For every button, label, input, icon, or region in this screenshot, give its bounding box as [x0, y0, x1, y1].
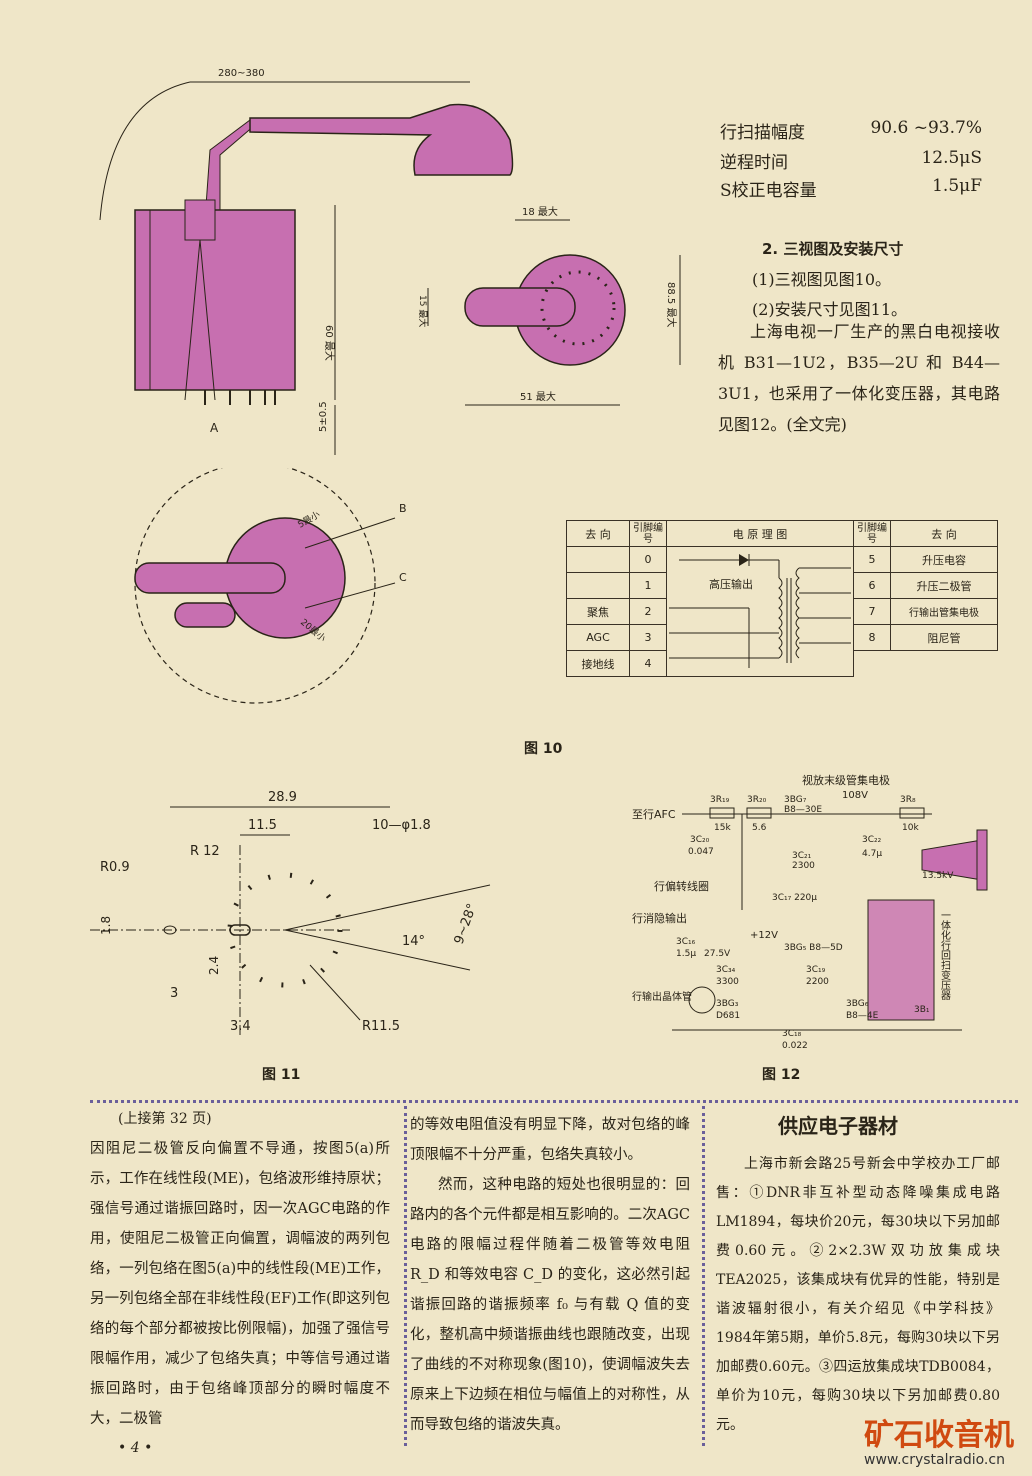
- section2-heading: 2. 三视图及安装尺寸: [762, 240, 904, 258]
- svg-text:3BG₅ B8—5D: 3BG₅ B8—5D: [784, 943, 843, 953]
- svg-text:5.6: 5.6: [752, 823, 767, 833]
- svg-text:3R₈: 3R₈: [900, 795, 916, 805]
- svg-text:3C₂₁: 3C₂₁: [792, 851, 812, 861]
- fig10-circuit: 高压输出: [669, 553, 851, 668]
- dim-18: 18 最大: [522, 205, 558, 218]
- svg-text:B8—4E: B8—4E: [846, 1011, 879, 1021]
- label-C: C: [399, 571, 407, 584]
- svg-text:3C₁₆: 3C₁₆: [676, 937, 696, 947]
- svg-text:3300: 3300: [716, 977, 739, 987]
- pin-table: 去 向 引脚编号 电 原 理 图 引脚编号 去 向 0 高压输出: [566, 520, 998, 677]
- dim-88: 88.5 最大: [665, 282, 678, 327]
- svg-text:2200: 2200: [806, 977, 829, 987]
- svg-text:1.5μ: 1.5μ: [676, 949, 696, 959]
- svg-text:+12V: +12V: [750, 930, 778, 941]
- dim-top: 280~380: [218, 68, 265, 79]
- svg-text:28.9: 28.9: [268, 790, 297, 805]
- svg-text:1.8: 1.8: [99, 916, 113, 935]
- watermark-url: www.crystalradio.cn: [864, 1452, 1005, 1468]
- svg-text:10—φ1.8: 10—φ1.8: [372, 818, 431, 833]
- svg-text:至行AFC: 至行AFC: [632, 808, 676, 821]
- label-B: B: [399, 502, 407, 515]
- svg-text:3.4: 3.4: [230, 1019, 251, 1034]
- column2-text2: 然而，这种电路的短处也很明显的：回路内的各个元件都是相互影响的。二次AGC电路的…: [410, 1177, 690, 1433]
- svg-text:3BG₃: 3BG₃: [716, 999, 739, 1009]
- ad-text: 上海市新会路25号新会中学校办工厂邮售：①DNR非互补型动态降噪集成电路LM18…: [716, 1156, 1000, 1433]
- fig10-views: 280~380 60 最大 5±0.5 A 18 最大 15 最大 88.5 最…: [99, 68, 681, 455]
- svg-text:行输出晶体管: 行输出晶体管: [632, 990, 692, 1003]
- svg-text:3B₁: 3B₁: [914, 1005, 930, 1015]
- svg-text:3C₃₄: 3C₃₄: [716, 965, 736, 975]
- svg-text:2.4: 2.4: [207, 956, 221, 975]
- dim-51: 51 最大: [520, 390, 556, 403]
- svg-text:3C₁₈: 3C₁₈: [782, 1029, 802, 1039]
- dim-60: 60 最大: [323, 325, 336, 361]
- svg-text:3C₂₀: 3C₂₀: [690, 835, 710, 845]
- fig10-caption: 图 10: [524, 741, 563, 757]
- svg-text:2300: 2300: [792, 861, 815, 871]
- svg-text:10k: 10k: [902, 823, 919, 833]
- divider: [90, 1100, 1018, 1103]
- svg-text:行偏转线圈: 行偏转线圈: [654, 879, 709, 893]
- dim-15: 15 最大: [417, 295, 429, 327]
- dim-5: 5±0.5: [318, 401, 329, 432]
- ad-title: 供应电子器材: [778, 1114, 898, 1138]
- svg-text:13.5kV: 13.5kV: [922, 871, 954, 881]
- svg-text:14°: 14°: [402, 934, 425, 949]
- fig11-caption: 图 11: [262, 1067, 301, 1083]
- svg-text:9~28°: 9~28°: [452, 902, 481, 947]
- label-A: A: [210, 421, 219, 435]
- fig12-schematic: 视放末级管集电极 至行AFC 3R₁₉ 15k 3R₂₀ 5.6 3BG₇ B8…: [632, 773, 988, 1051]
- svg-text:3R₂₀: 3R₂₀: [747, 795, 767, 805]
- fig12-caption: 图 12: [762, 1067, 801, 1083]
- column2-text1: 的等效电阻值没有明显下降，故对包络的峰顶限幅不十分严重，包络失真较小。: [410, 1117, 690, 1163]
- divider: [702, 1106, 705, 1446]
- svg-text:108V: 108V: [842, 790, 868, 801]
- watermark-logo: 矿石收音机: [864, 1418, 1014, 1453]
- svg-text:0.047: 0.047: [688, 847, 714, 857]
- svg-text:R0.9: R0.9: [100, 860, 130, 875]
- svg-text:3C₂₂: 3C₂₂: [862, 835, 882, 845]
- svg-text:15k: 15k: [714, 823, 731, 833]
- section2-item2: (2)安装尺寸见图11。: [752, 300, 908, 319]
- svg-text:B8—30E: B8—30E: [784, 805, 822, 815]
- svg-text:3: 3: [170, 986, 178, 1001]
- svg-text:R11.5: R11.5: [362, 1019, 400, 1034]
- svg-text:3BG₆: 3BG₆: [846, 999, 869, 1009]
- svg-text:3C₁₇ 220μ: 3C₁₇ 220μ: [772, 893, 817, 903]
- svg-text:一体化行回扫变压器: 一体化行回扫变压器: [939, 910, 951, 1001]
- fig10-bottom-view: B C 5最小 20最小: [134, 468, 407, 704]
- svg-text:4.7μ: 4.7μ: [862, 849, 882, 859]
- svg-text:3BG₇: 3BG₇: [784, 795, 807, 805]
- svg-text:视放末级管集电极: 视放末级管集电极: [802, 773, 890, 787]
- column1-text: 因阻尼二极管反向偏置不导通，按图5(a)所示，工作在线性段(ME)，包络波形维持…: [90, 1141, 390, 1427]
- svg-text:27.5V: 27.5V: [704, 949, 731, 959]
- section2-para: 上海电视一厂生产的黑白电视接收机 B31—1U2，B35—2U 和 B44—3U…: [718, 322, 1000, 434]
- svg-text:R 12: R 12: [190, 844, 220, 859]
- svg-text:11.5: 11.5: [248, 818, 277, 833]
- section2-item1: (1)三视图见图10。: [752, 270, 892, 289]
- divider: [404, 1106, 407, 1446]
- svg-text:0.022: 0.022: [782, 1041, 808, 1051]
- svg-text:高压输出: 高压输出: [709, 577, 753, 591]
- svg-text:3R₁₉: 3R₁₉: [710, 795, 730, 805]
- fig11-drawing: 28.9 11.5 10—φ1.8 R 12 R0.9 14° 9~28° 1.…: [90, 790, 491, 1035]
- continued-note: (上接第 32 页): [118, 1111, 212, 1127]
- svg-text:行消隐输出: 行消隐输出: [632, 911, 687, 925]
- page-number: • 4 •: [118, 1440, 153, 1456]
- svg-text:D681: D681: [716, 1011, 740, 1021]
- svg-text:3C₁₉: 3C₁₉: [806, 965, 826, 975]
